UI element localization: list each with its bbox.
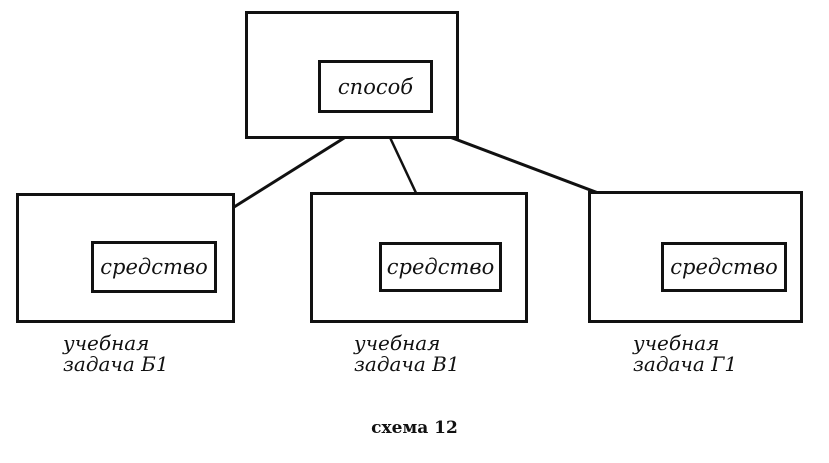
task-caption-v: учебная задача В1 <box>354 333 460 375</box>
task-caption-v-line2: задача В1 <box>354 352 460 376</box>
task-caption-b: учебная задача Б1 <box>63 333 169 375</box>
task-caption-g: учебная задача Г1 <box>633 333 737 375</box>
task-caption-g-line2: задача Г1 <box>633 352 738 376</box>
tool-label-v: средство <box>379 242 502 292</box>
tool-label-b: средство <box>91 241 217 293</box>
method-label: способ <box>318 60 433 113</box>
task-caption-g-line1: учебная <box>633 331 720 355</box>
tool-label-g: средство <box>661 242 787 292</box>
task-caption-b-line2: задача Б1 <box>63 352 169 376</box>
diagram-caption: схема 12 <box>371 418 458 438</box>
task-caption-v-line1: учебная <box>354 331 441 355</box>
task-caption-b-line1: учебная <box>63 331 150 355</box>
